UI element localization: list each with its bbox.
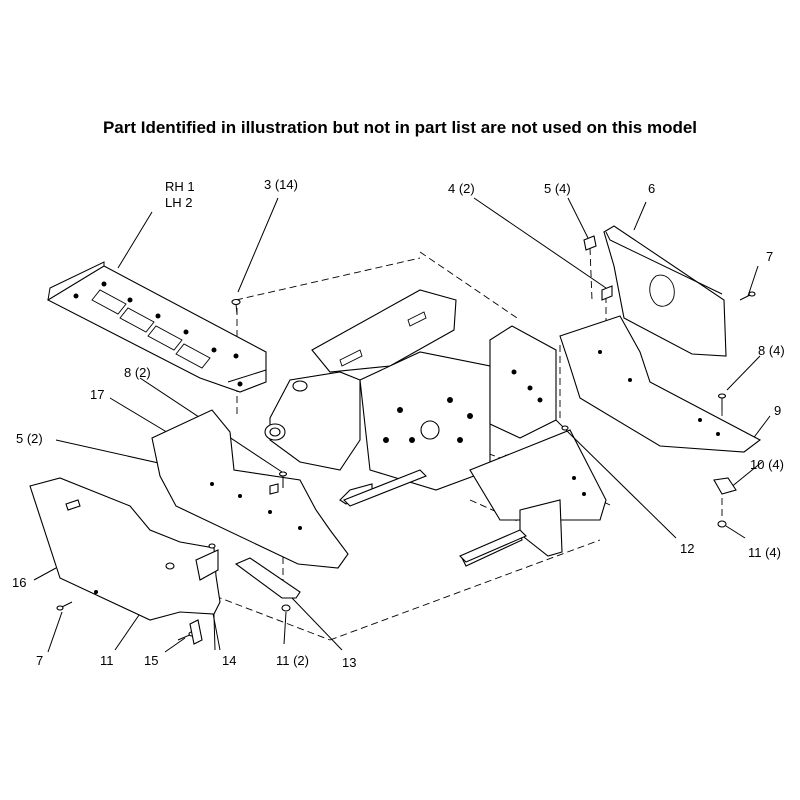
callout-5-top: 5 (4) [544,181,571,196]
callout-lh-2: LH 2 [165,195,193,210]
panel-part-9 [559,315,762,453]
rod-part-12 [555,419,575,439]
bolt-part-8-right [717,393,727,410]
callout-7-left: 7 [36,653,44,668]
callout-12: 12 [680,541,695,556]
callout-4: 4 (2) [448,181,475,196]
callout-9: 9 [774,403,782,418]
panel-part-16 [29,477,221,621]
callout-11-left: 11 [100,653,114,668]
callout-13: 13 [342,655,357,670]
clip-part-5-top [583,235,597,251]
callout-11-mid: 11 (2) [276,653,309,668]
clip-part-4 [601,285,613,301]
callout-11-right: 11 (4) [748,545,781,560]
callout-8-right: 8 (4) [758,343,785,358]
bracket-part-14 [195,543,219,581]
screw-part-7-right [739,291,756,301]
callout-17: 17 [90,387,105,402]
callout-10: 10 (4) [750,457,784,472]
callout-rh-1: RH 1 [165,179,195,194]
bolt-part-8-left [278,471,288,488]
callout-7-right: 7 [766,249,774,264]
floor-plate-part-1-2 [46,261,267,393]
panel-part-6 [603,225,727,357]
nut-part-11-left [165,562,175,570]
callout-16: 16 [12,575,27,590]
bolt-part-3 [231,298,241,315]
nut-part-11-mid [281,604,291,612]
clip-part-5-left [269,483,279,495]
callout-15: 15 [144,653,159,668]
bracket-part-13 [234,557,301,599]
panel-part-17 [151,409,349,569]
nut-part-11-right [717,520,727,528]
callout-8-left: 8 (2) [124,365,151,380]
callout-6: 6 [648,181,656,196]
chassis-frame [264,289,607,567]
callout-5-left: 5 (2) [16,431,43,446]
diagram-title: Part Identified in illustration but not … [102,118,698,137]
callout-14: 14 [222,653,237,668]
screw-part-15 [177,619,203,645]
screw-part-7-left [56,601,73,611]
bracket-part-10 [713,477,737,495]
callout-3: 3 (14) [264,177,298,192]
rods [343,469,527,563]
